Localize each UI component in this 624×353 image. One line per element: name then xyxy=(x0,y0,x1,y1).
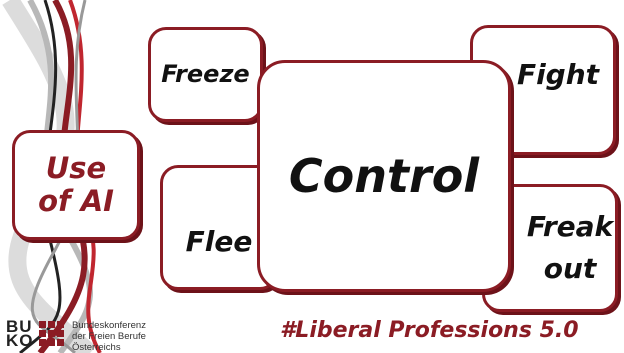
flee-label: Flee xyxy=(185,225,253,259)
org-line-2: der Freien Berufe xyxy=(72,331,146,342)
organization-name: Bundeskonferenz der Freien Berufe Österr… xyxy=(72,320,146,353)
freak-out-line2: out xyxy=(543,252,597,285)
freeze-label: Freeze xyxy=(161,59,250,88)
control-label: Control xyxy=(288,148,480,203)
hashtag-title: #Liberal Professions 5.0 xyxy=(280,318,579,343)
buko-wordmark: BU KO xyxy=(6,317,34,350)
fight-label: Fight xyxy=(516,57,600,91)
use-of-ai-box: Use of AI xyxy=(12,130,140,240)
freak-out-label: Freak out xyxy=(526,209,614,285)
freak-out-line1: Freak xyxy=(526,209,614,243)
org-line-3: Österreichs xyxy=(72,342,121,353)
freeze-box: Freeze xyxy=(148,27,263,122)
org-line-1: Bundeskonferenz xyxy=(72,320,146,331)
buko-letters-bottom: KO xyxy=(6,331,34,350)
use-of-ai-label: Use of AI xyxy=(38,150,114,219)
control-box: Control xyxy=(257,60,511,292)
use-of-ai-line2: of AI xyxy=(38,184,114,218)
buko-letters-top: BU xyxy=(6,317,33,336)
use-of-ai-line1: Use xyxy=(45,150,107,185)
buko-grid-icon xyxy=(39,321,65,347)
